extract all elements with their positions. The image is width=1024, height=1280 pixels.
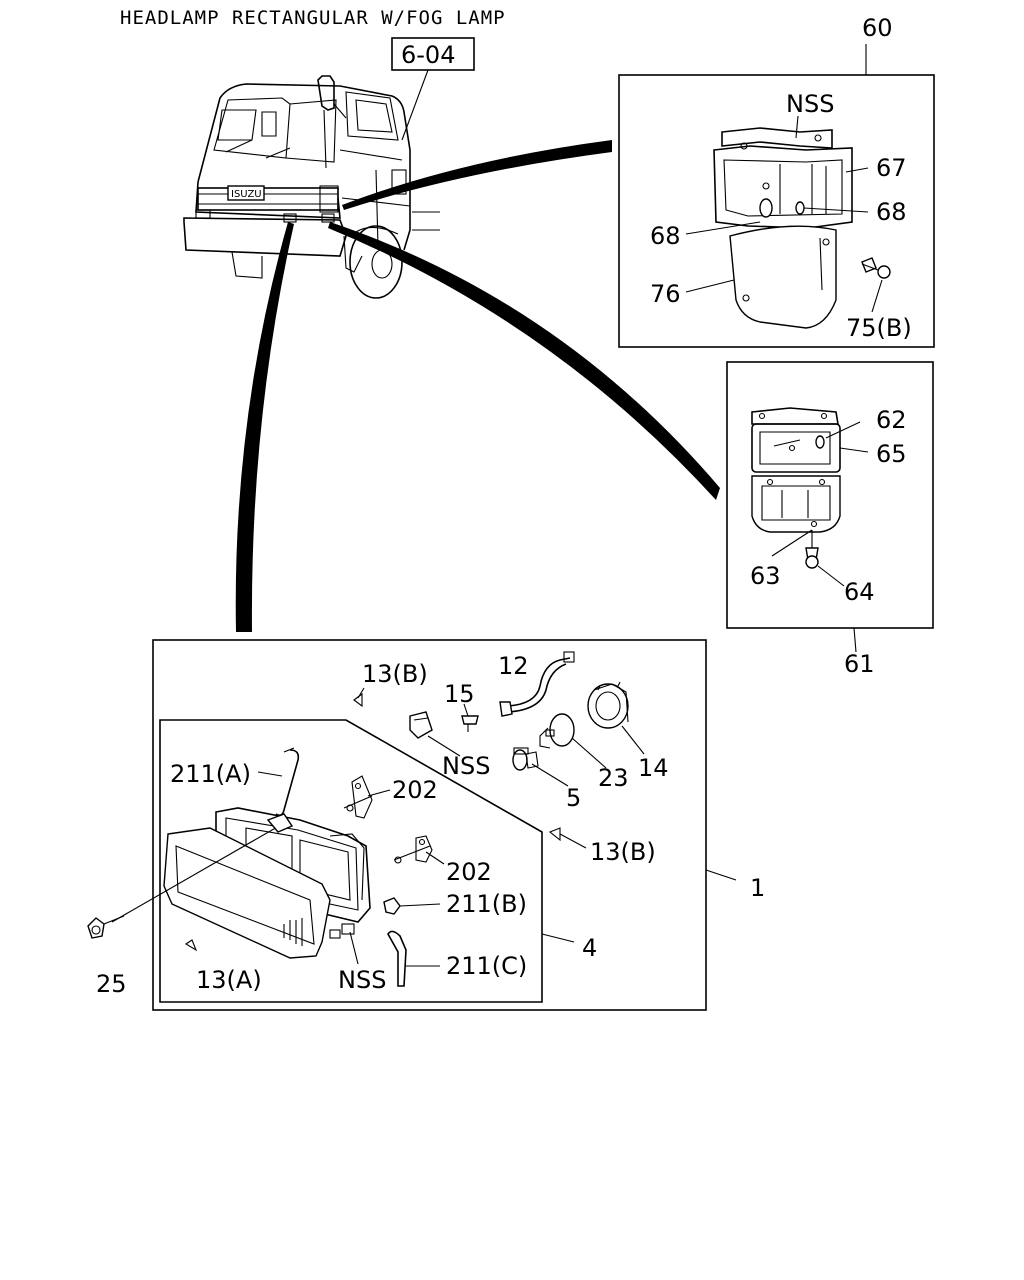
panel-1-number: 1 — [750, 874, 765, 902]
leader-211b — [399, 903, 441, 907]
callout-arc-61 — [328, 222, 720, 500]
panel-61-leader — [853, 627, 857, 653]
adjuster-202-low — [393, 835, 433, 864]
panel-4-leader — [541, 933, 575, 943]
leader-62 — [825, 421, 861, 439]
label-5: 5 — [566, 784, 581, 812]
label-211b: 211(B) — [446, 890, 527, 918]
leader-68-left — [685, 221, 761, 235]
diagram-title: HEADLAMP RECTANGULAR W/FOG LAMP — [120, 7, 506, 29]
panel-61-frame — [726, 361, 934, 629]
ref-box-label: 6-04 — [401, 41, 455, 69]
leader-64 — [817, 565, 845, 587]
label-202-top: 202 — [392, 776, 438, 804]
label-68-left: 68 — [650, 222, 681, 250]
label-13b-top: 13(B) — [362, 660, 428, 688]
label-67: 67 — [876, 154, 907, 182]
ring-14 — [587, 681, 629, 729]
leader-5 — [531, 763, 569, 787]
label-211c: 211(C) — [446, 952, 527, 980]
bolt-25 — [87, 813, 294, 939]
leader-23 — [571, 737, 607, 769]
bulb-5 — [512, 747, 539, 771]
label-23: 23 — [598, 764, 629, 792]
ref-box-frame — [391, 37, 475, 71]
lamp-housing-60 — [713, 127, 853, 229]
leader-202-top — [367, 789, 391, 797]
screw-75b — [861, 257, 891, 279]
leader-68-right — [803, 207, 869, 213]
socket-23 — [539, 713, 575, 749]
panel-4-number: 4 — [582, 934, 597, 962]
panel-61-number: 61 — [844, 650, 875, 678]
label-13a: 13(A) — [196, 966, 262, 994]
label-12: 12 — [498, 652, 529, 680]
ref-box-leader — [401, 69, 429, 141]
leader-67 — [845, 167, 869, 173]
panel-1-leader — [705, 869, 737, 881]
label-65: 65 — [876, 440, 907, 468]
leader-nss-mid — [427, 735, 461, 757]
label-nss-mid: NSS — [442, 752, 490, 780]
label-25: 25 — [96, 970, 127, 998]
label-63: 63 — [750, 562, 781, 590]
label-nss-top: NSS — [786, 90, 834, 118]
label-75b: 75(B) — [846, 314, 912, 342]
connector-nss-mid — [409, 711, 433, 739]
panel-4-frame — [159, 719, 543, 1003]
label-nss-low: NSS — [338, 966, 386, 994]
cap-211b — [383, 897, 401, 915]
label-62: 62 — [876, 406, 907, 434]
adjuster-202-top — [343, 775, 373, 819]
panel-60-frame — [618, 74, 935, 348]
lamp-lens-76 — [729, 225, 837, 329]
leader-14 — [621, 725, 645, 755]
hose-211c — [387, 930, 407, 987]
clip-13a — [184, 939, 198, 952]
clip-15 — [461, 715, 479, 732]
harness-12 — [499, 651, 575, 717]
leader-63 — [771, 529, 813, 557]
leader-nss-top — [795, 115, 799, 139]
leader-75b — [871, 279, 883, 313]
clip-13b-top — [353, 692, 363, 708]
headlamp-assembly — [163, 807, 371, 959]
label-76: 76 — [650, 280, 681, 308]
clip-13b-right — [548, 827, 561, 842]
label-64: 64 — [844, 578, 875, 606]
label-15: 15 — [444, 680, 475, 708]
leader-13b-right — [559, 833, 587, 849]
screw-64 — [805, 530, 819, 569]
label-14: 14 — [638, 754, 669, 782]
callout-arc-main — [235, 222, 294, 632]
truck-brand-logo: ISUZU — [231, 189, 262, 200]
label-13b-right: 13(B) — [590, 838, 656, 866]
leader-65 — [839, 447, 869, 453]
marker-lamp-61 — [751, 407, 841, 533]
hose-211a — [275, 749, 300, 817]
callout-arc-60 — [342, 140, 612, 210]
leader-nss-low — [349, 931, 359, 965]
leader-76 — [685, 279, 735, 293]
label-68-right: 68 — [876, 198, 907, 226]
leader-202-low — [425, 851, 445, 865]
panel-1-frame — [152, 639, 707, 1011]
label-202-low: 202 — [446, 858, 492, 886]
panel-60-number: 60 — [862, 14, 893, 42]
leader-211a — [257, 771, 283, 777]
label-211a: 211(A) — [170, 760, 251, 788]
